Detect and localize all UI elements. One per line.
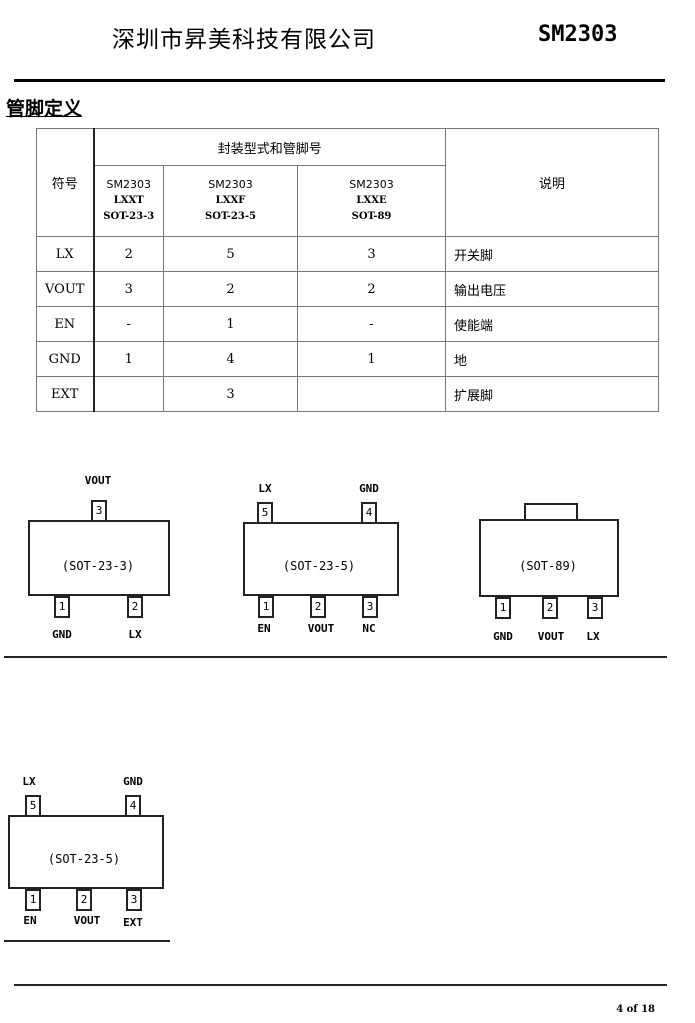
row-pin-sot89: - <box>297 306 446 342</box>
table-row: VOUT 3 2 2 输出电压 <box>36 271 659 307</box>
pin-number: 1 <box>25 889 41 911</box>
row-symbol: LX <box>36 236 95 272</box>
table-row: EN - 1 - 使能端 <box>36 306 659 342</box>
pin-number: 1 <box>54 596 70 618</box>
package-tab <box>524 503 578 523</box>
pin-label: EXT <box>123 916 143 929</box>
pin-label: GND <box>123 775 143 788</box>
row-pin-sot89: 1 <box>297 341 446 377</box>
row-pin-sot23-3: 1 <box>93 341 164 377</box>
row-description: 使能端 <box>445 306 659 342</box>
package-name: (SOT-89) <box>519 559 577 573</box>
pin-number: 3 <box>91 500 107 522</box>
pin-label: VOUT <box>73 914 101 927</box>
pin-label: NC <box>362 622 376 635</box>
pin-number: 2 <box>542 597 558 619</box>
header-symbol: 符号 <box>36 128 95 237</box>
row-pin-sot23-3: 3 <box>93 271 164 307</box>
row-pin-sot23-5: 3 <box>163 376 298 412</box>
pin-number: 2 <box>127 596 143 618</box>
row-symbol: EXT <box>36 376 95 412</box>
row-pin-sot23-3: 2 <box>93 236 164 272</box>
section-title: 管脚定义 <box>6 98 83 120</box>
pin-label: LX <box>258 482 272 495</box>
pin-label: EN <box>257 622 271 635</box>
pin-label: VOUT <box>537 630 565 643</box>
pkg3-type: SOT-89 <box>351 211 392 222</box>
row-pin-sot89 <box>297 376 446 412</box>
pin-label: GND <box>493 630 513 643</box>
pin-label: EN <box>23 914 37 927</box>
row-description: 开关脚 <box>445 236 659 272</box>
pin-number: 3 <box>587 597 603 619</box>
pin-label: LX <box>586 630 600 643</box>
pin-number: 2 <box>310 596 326 618</box>
pin-label: LX <box>22 775 36 788</box>
pin-number: 1 <box>258 596 274 618</box>
pkg1-type: SOT-23-3 <box>103 211 155 222</box>
pin-number: 3 <box>362 596 378 618</box>
page-number: 4 of 18 <box>616 1004 655 1015</box>
row-symbol: GND <box>36 341 95 377</box>
model-number: SM2303 <box>538 22 618 47</box>
header-description: 说明 <box>445 128 659 237</box>
pkg3-chip: SM2303 <box>349 178 394 191</box>
package-name: (SOT-23-3) <box>61 559 135 573</box>
package-name: (SOT-23-5) <box>282 559 356 573</box>
row-pin-sot23-5: 5 <box>163 236 298 272</box>
pkg2-code: LXXF <box>215 195 246 206</box>
pin-number: 5 <box>257 502 273 524</box>
header-divider <box>14 79 665 82</box>
row-pin-sot23-5: 1 <box>163 306 298 342</box>
row-description: 地 <box>445 341 659 377</box>
header-package-3: SM2303 LXXE SOT-89 <box>297 165 446 237</box>
package-body <box>8 815 164 889</box>
table-row: EXT 3 扩展脚 <box>36 376 659 412</box>
package-body <box>243 522 399 596</box>
row-description: 输出电压 <box>445 271 659 307</box>
row-symbol: VOUT <box>36 271 95 307</box>
pkg1-chip: SM2303 <box>106 178 151 191</box>
row-description: 扩展脚 <box>445 376 659 412</box>
diagram-divider <box>4 940 170 942</box>
table-row: GND 1 4 1 地 <box>36 341 659 377</box>
header-package-group: 封装型式和管脚号 <box>93 128 446 166</box>
header-package-1: SM2303 LXXT SOT-23-3 <box>93 165 164 237</box>
table-row: LX 2 5 3 开关脚 <box>36 236 659 272</box>
pin-number: 3 <box>126 889 142 911</box>
row-pin-sot89: 3 <box>297 236 446 272</box>
row-pin-sot23-3: - <box>93 306 164 342</box>
row-symbol: EN <box>36 306 95 342</box>
pin-label: VOUT <box>307 622 335 635</box>
pin-number: 5 <box>25 795 41 817</box>
pin-label: LX <box>128 628 142 641</box>
pin-number: 1 <box>495 597 511 619</box>
pin-definition-table: 符号 封装型式和管脚号 说明 SM2303 LXXT SOT-23-3 SM23… <box>36 128 659 412</box>
pin-number: 4 <box>361 502 377 524</box>
pkg2-chip: SM2303 <box>208 178 253 191</box>
company-name: 深圳市昇美科技有限公司 <box>112 27 376 53</box>
pin-label: VOUT <box>84 474 112 487</box>
pkg3-code: LXXE <box>356 195 387 206</box>
package-name: (SOT-23-5) <box>47 852 121 866</box>
package-body <box>28 520 170 596</box>
footer-divider <box>14 984 667 986</box>
pin-number: 2 <box>76 889 92 911</box>
row-pin-sot23-5: 2 <box>163 271 298 307</box>
pkg1-code: LXXT <box>113 195 144 206</box>
table-header-row: 符号 封装型式和管脚号 说明 <box>36 128 659 237</box>
header-package-2: SM2303 LXXF SOT-23-5 <box>163 165 298 237</box>
row-pin-sot89: 2 <box>297 271 446 307</box>
pkg2-type: SOT-23-5 <box>205 211 256 222</box>
pin-number: 4 <box>125 795 141 817</box>
row-pin-sot23-3 <box>93 376 164 412</box>
pin-label: GND <box>52 628 72 641</box>
package-body <box>479 519 619 597</box>
diagram-divider <box>4 656 667 658</box>
row-pin-sot23-5: 4 <box>163 341 298 377</box>
table-subheader-row: SM2303 LXXT SOT-23-3 SM2303 LXXF SOT-23-… <box>37 165 659 237</box>
pin-label: GND <box>359 482 379 495</box>
